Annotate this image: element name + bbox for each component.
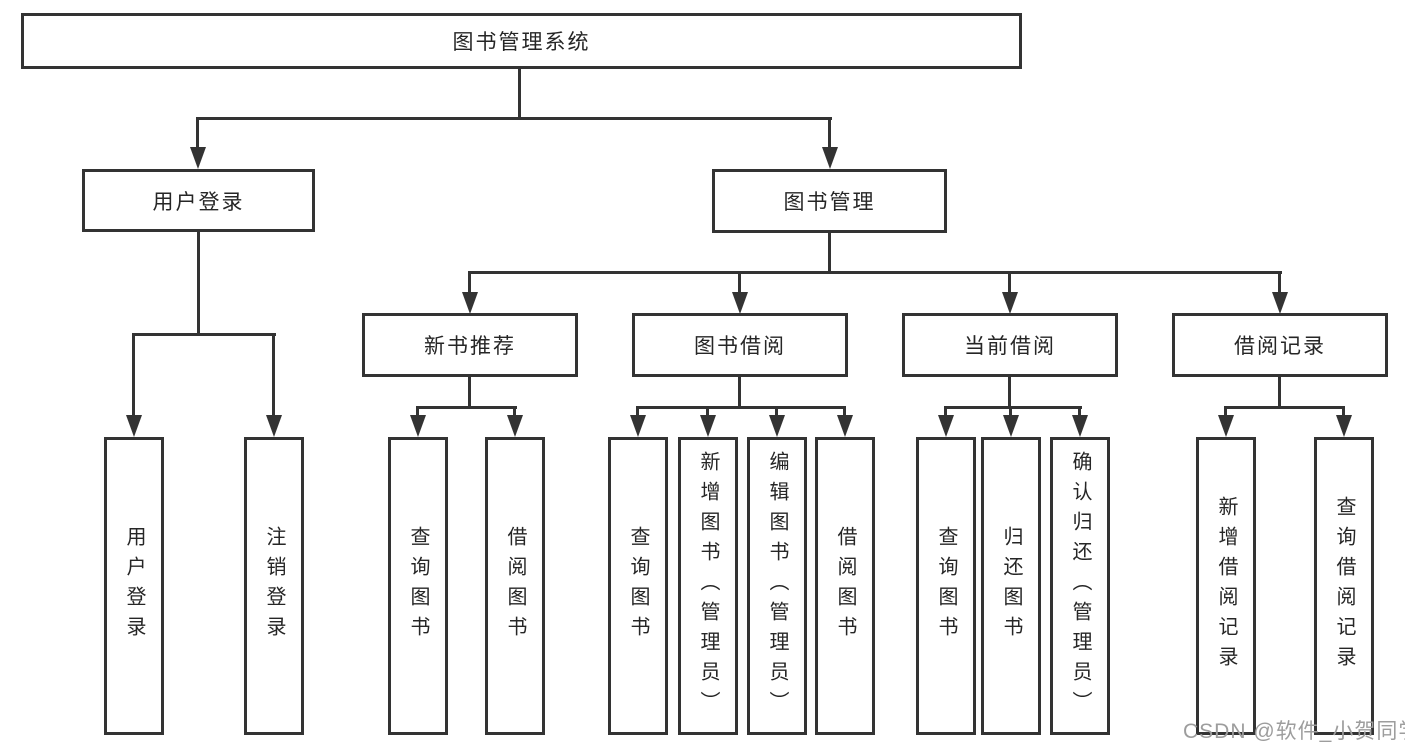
connector-line xyxy=(1278,377,1281,409)
node-library-system: 图书管理系统 xyxy=(21,13,1022,69)
arrowhead-down-icon xyxy=(837,415,853,437)
arrowhead-down-icon xyxy=(1272,292,1288,314)
connector-line xyxy=(1278,271,1281,293)
connector-line xyxy=(1008,377,1011,409)
leaf-nbr-query-books: 查询图书 xyxy=(388,437,448,735)
connector-line xyxy=(738,271,741,293)
node-current-borrowing: 当前借阅 xyxy=(902,313,1118,377)
connector-line xyxy=(775,406,778,416)
leaf-cb-return-books: 归还图书 xyxy=(981,437,1041,735)
connector-line xyxy=(944,406,947,416)
arrowhead-down-icon xyxy=(822,147,838,169)
connector-line xyxy=(468,377,471,409)
arrowhead-down-icon xyxy=(769,415,785,437)
connector-line xyxy=(132,333,276,336)
arrowhead-down-icon xyxy=(507,415,523,437)
arrowhead-down-icon xyxy=(1336,415,1352,437)
connector-line xyxy=(828,117,831,150)
connector-line xyxy=(468,271,471,293)
connector-line xyxy=(513,406,516,416)
connector-line xyxy=(196,117,832,120)
node-book-borrowing: 图书借阅 xyxy=(632,313,848,377)
node-user-login: 用户登录 xyxy=(82,169,315,232)
connector-line xyxy=(272,333,275,417)
arrowhead-down-icon xyxy=(266,415,282,437)
node-borrowing-records: 借阅记录 xyxy=(1172,313,1388,377)
connector-line xyxy=(944,406,1082,409)
arrowhead-down-icon xyxy=(732,292,748,314)
connector-line xyxy=(636,406,846,409)
node-new-book-recommend: 新书推荐 xyxy=(362,313,578,377)
csdn-watermark: CSDN @软件_小贺同学 xyxy=(1183,720,1405,743)
node-book-management: 图书管理 xyxy=(712,169,947,233)
connector-line xyxy=(196,117,199,150)
connector-line xyxy=(132,333,135,417)
leaf-cb-confirm-return-admin: 确认归还（管理员） xyxy=(1050,437,1110,735)
connector-line xyxy=(843,406,846,416)
leaf-bb-borrow-books: 借阅图书 xyxy=(815,437,875,735)
leaf-logout: 注销登录 xyxy=(244,437,304,735)
connector-line xyxy=(738,377,741,409)
connector-line xyxy=(197,232,200,336)
leaf-br-query-record: 查询借阅记录 xyxy=(1314,437,1374,735)
connector-line xyxy=(1078,406,1081,416)
connector-line xyxy=(468,271,1282,274)
connector-line xyxy=(706,406,709,416)
connector-line xyxy=(1224,406,1345,409)
connector-line xyxy=(1224,406,1227,416)
leaf-nbr-borrow-books: 借阅图书 xyxy=(485,437,545,735)
leaf-bb-query-books: 查询图书 xyxy=(608,437,668,735)
arrowhead-down-icon xyxy=(1072,415,1088,437)
arrowhead-down-icon xyxy=(190,147,206,169)
arrowhead-down-icon xyxy=(938,415,954,437)
connector-line xyxy=(1009,406,1012,416)
arrowhead-down-icon xyxy=(126,415,142,437)
arrowhead-down-icon xyxy=(462,292,478,314)
leaf-bb-add-books-admin: 新增图书（管理员） xyxy=(678,437,738,735)
connector-line xyxy=(828,233,831,274)
connector-line xyxy=(636,406,639,416)
arrowhead-down-icon xyxy=(1002,292,1018,314)
connector-line xyxy=(1008,271,1011,293)
connector-line xyxy=(416,406,419,416)
arrowhead-down-icon xyxy=(1218,415,1234,437)
connector-line xyxy=(416,406,517,409)
arrowhead-down-icon xyxy=(700,415,716,437)
arrowhead-down-icon xyxy=(410,415,426,437)
connector-line xyxy=(1342,406,1345,416)
leaf-br-add-record: 新增借阅记录 xyxy=(1196,437,1256,735)
arrowhead-down-icon xyxy=(630,415,646,437)
leaf-user-login: 用户登录 xyxy=(104,437,164,735)
arrowhead-down-icon xyxy=(1003,415,1019,437)
leaf-bb-edit-books-admin: 编辑图书（管理员） xyxy=(747,437,807,735)
leaf-cb-query-books: 查询图书 xyxy=(916,437,976,735)
connector-line xyxy=(518,69,521,119)
